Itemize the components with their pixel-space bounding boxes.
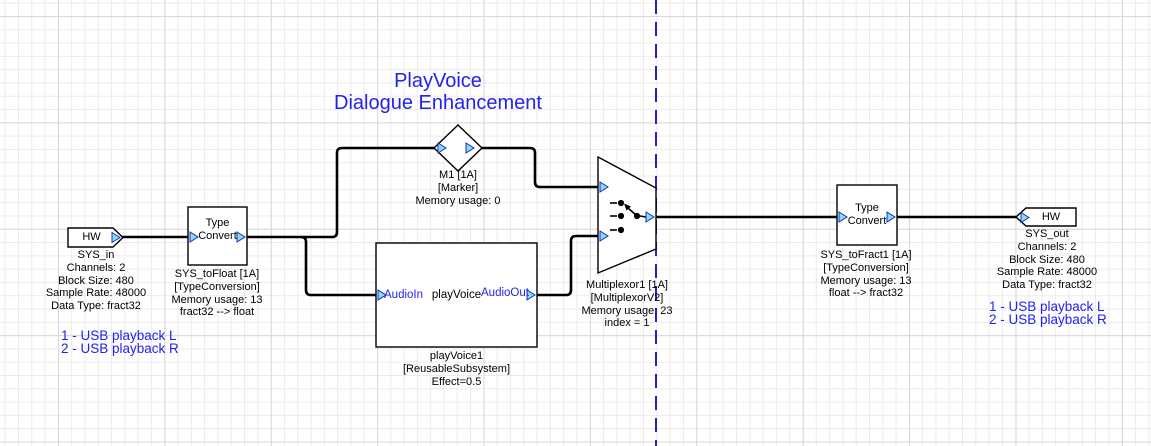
sys-out-name: SYS_out [1025, 228, 1069, 240]
info-line: [TypeConversion] [174, 280, 260, 293]
multiplexor-block[interactable] [597, 155, 657, 275]
sys-in-prop: Block Size: 480 [58, 274, 134, 287]
annotation-line: 2 - USB playback R [61, 341, 179, 356]
typeconvert1-label-line2: Convert [198, 230, 237, 242]
sys-in-hw-block[interactable] [67, 227, 125, 248]
sys-in-channel-annotation[interactable]: 1 - USB playback L 2 - USB playback R [61, 328, 179, 356]
playvoice-audioin-label: AudioIn [384, 289, 424, 301]
info-line: [TypeConversion] [823, 261, 909, 274]
wire-playvoice-to-multiplexor[interactable] [535, 234, 600, 297]
sys-out-prop: Data Type: fract32 [1002, 279, 1092, 292]
wire-marker-to-multiplexor[interactable] [480, 146, 600, 189]
sys-out-prop: Sample Rate: 48000 [996, 266, 1098, 279]
playvoice-input-port[interactable] [377, 289, 387, 301]
info-line: [Marker] [437, 181, 479, 194]
wire-typeconvert1-to-playvoice[interactable] [300, 235, 378, 297]
multiplexor-output-port[interactable] [645, 211, 655, 223]
info-line: Memory usage: 13 [820, 274, 912, 287]
info-line: Memory usage: 13 [171, 293, 263, 306]
typeconvert2-input-port[interactable] [838, 211, 848, 223]
sys-out-input-port[interactable] [1020, 211, 1030, 224]
info-line: M1 [1A] [439, 169, 477, 181]
info-line: Effect=0.5 [431, 375, 482, 388]
sys-out-channel-annotation[interactable]: 1 - USB playback L 2 - USB playback R [989, 299, 1107, 327]
playvoice-block[interactable] [375, 242, 538, 348]
sys-out-hw-label: HW [1041, 211, 1061, 223]
typeconvert2-label-line1: Type [855, 202, 879, 214]
typeconvert1-output-port[interactable] [236, 231, 246, 243]
info-line: playVoice1 [429, 350, 484, 362]
diagram-title-line1: PlayVoice [394, 70, 482, 92]
info-line: [MultiplexorV2] [590, 291, 664, 304]
typeconvert2-info: SYS_toFract1 [1A] [TypeConversion] Memor… [786, 249, 946, 300]
typeconvert1-info: SYS_toFloat [1A] [TypeConversion] Memory… [137, 268, 297, 319]
playvoice-audioout-label: AudioOut [481, 287, 529, 299]
info-line: Multiplexor1 [1A] [586, 279, 668, 291]
info-line: index = 1 [604, 317, 650, 330]
typeconvert1-label: Type Convert [188, 217, 247, 243]
playvoice-output-port[interactable] [526, 289, 536, 301]
diagram-title-line2: Dialogue Enhancement [334, 92, 542, 114]
info-line: Memory usage: 0 [415, 194, 501, 207]
info-line: float --> fract32 [828, 287, 904, 300]
marker-input-port[interactable] [437, 142, 447, 154]
info-line: SYS_toFract1 [1A] [820, 249, 912, 261]
sys-out-prop: Channels: 2 [1017, 240, 1077, 253]
annotation-line: 1 - USB playback L [989, 299, 1105, 314]
typeconvert2-label: Type Convert [837, 202, 897, 228]
multiplexor-info: Multiplexor1 [1A] [MultiplexorV2] Memory… [547, 279, 707, 330]
marker-diamond[interactable] [432, 124, 484, 172]
typeconvert2-output-port[interactable] [886, 211, 896, 223]
sys-out-prop: Block Size: 480 [1009, 253, 1085, 266]
info-line: fract32 --> float [179, 306, 255, 319]
typeconvert1-label-line1: Type [205, 217, 230, 229]
typeconvert1-input-port[interactable] [189, 231, 199, 243]
sys-in-prop: Data Type: fract32 [51, 300, 141, 313]
multiplexor-switch-icon [610, 199, 647, 234]
sys-in-labels: SYS_in Channels: 2 Block Size: 480 Sampl… [16, 249, 176, 313]
annotation-line: 1 - USB playback L [61, 328, 177, 343]
info-line: [ReusableSubsystem] [403, 362, 510, 375]
typeconvert2-label-line2: Convert [847, 215, 887, 227]
sys-in-hw-label: HW [82, 231, 101, 243]
info-line: Memory usage: 23 [581, 304, 673, 317]
playvoice-info: playVoice1 [ReusableSubsystem] Effect=0.… [376, 350, 537, 388]
sys-in-output-port[interactable] [111, 231, 121, 244]
wire-typeconvert1-to-marker[interactable] [245, 146, 436, 239]
multiplexor-input1-port[interactable] [599, 181, 609, 193]
annotation-line: 2 - USB playback R [989, 312, 1107, 327]
marker-info: M1 [1A] [Marker] Memory usage: 0 [378, 169, 538, 207]
sys-in-name: SYS_in [77, 249, 115, 261]
sys-in-prop: Sample Rate: 48000 [45, 287, 147, 300]
info-line: SYS_toFloat [1A] [174, 268, 260, 280]
sys-in-prop: Channels: 2 [66, 261, 126, 274]
multiplexor-input2-port[interactable] [599, 230, 609, 242]
marker-output-port[interactable] [465, 142, 475, 154]
diagram-title[interactable]: PlayVoice Dialogue Enhancement [288, 70, 588, 114]
playvoice-center-label: playVoice [431, 289, 482, 301]
sys-out-labels: SYS_out Channels: 2 Block Size: 480 Samp… [967, 228, 1127, 292]
